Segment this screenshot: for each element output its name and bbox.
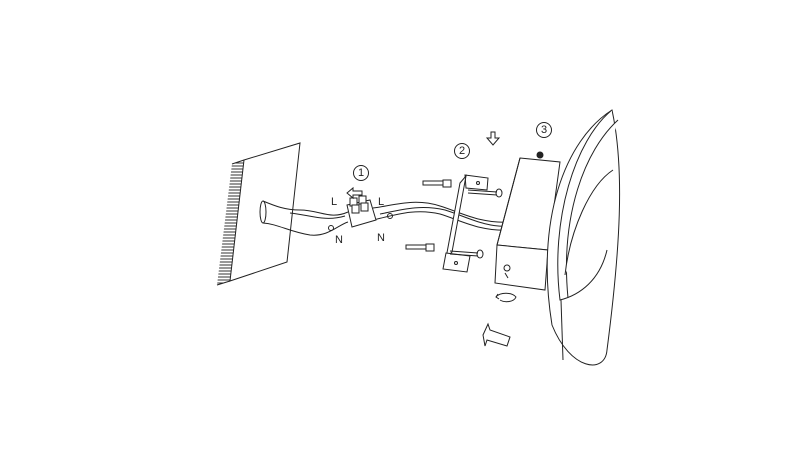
live-label-right: L bbox=[378, 196, 385, 208]
neutral-label-left: N bbox=[335, 234, 343, 246]
screws bbox=[405, 179, 503, 259]
cable bbox=[259, 200, 511, 236]
mounting-bracket bbox=[442, 174, 489, 273]
lamp-backbox bbox=[494, 151, 561, 291]
step-2-marker: 2 bbox=[454, 143, 470, 159]
arrow-left-icon bbox=[346, 186, 363, 200]
neutral-label-right: N bbox=[377, 232, 385, 244]
arrow-diagonal-icon bbox=[482, 322, 511, 347]
arrow-down-icon bbox=[485, 131, 501, 146]
live-label-left: L bbox=[331, 196, 338, 208]
step-1-marker: 1 bbox=[353, 165, 369, 181]
terminal-block bbox=[346, 195, 377, 228]
lamp-shade bbox=[546, 109, 621, 366]
wall bbox=[216, 142, 301, 286]
step-3-marker: 3 bbox=[536, 122, 552, 138]
rotate-icon bbox=[495, 292, 517, 303]
arrows bbox=[346, 131, 517, 347]
